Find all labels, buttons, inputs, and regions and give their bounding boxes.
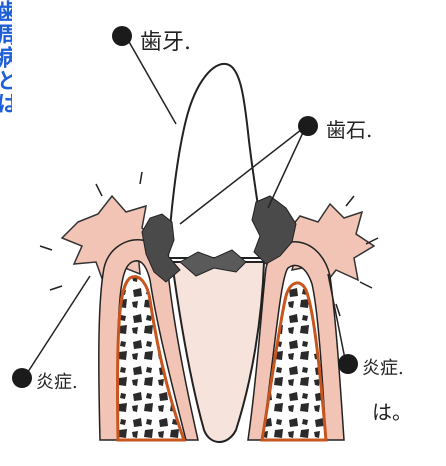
marker-tooth [112, 26, 132, 46]
label-inflammation-right: 炎症. [362, 354, 404, 380]
tooth-crown [168, 64, 266, 258]
marker-inflammation-right [338, 354, 358, 374]
artist-signature: は。 [372, 396, 412, 425]
label-tooth: 歯牙. [140, 24, 191, 56]
marker-inflammation-left [12, 368, 32, 388]
label-tartar: 歯石. [326, 114, 372, 143]
leader-inflammation-left [24, 276, 90, 378]
marker-tartar [298, 116, 318, 136]
leader-tartar-b [268, 126, 306, 208]
label-inflammation-left: 炎症. [36, 368, 78, 394]
